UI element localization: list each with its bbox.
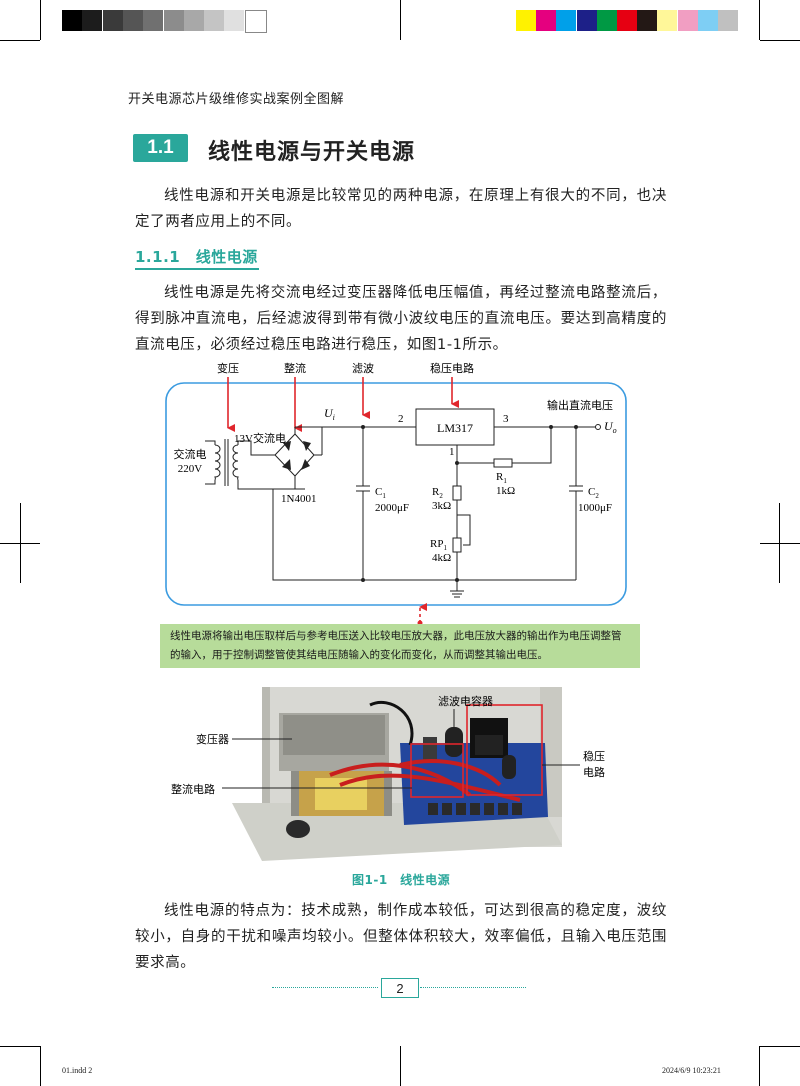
color-swatch <box>677 10 698 31</box>
regulator-highlight <box>466 704 543 796</box>
ac-voltage-label: 220V <box>178 463 203 475</box>
pin3-label: 3 <box>503 413 509 425</box>
crop-mark <box>0 40 40 41</box>
footer-timestamp: 2024/6/9 10:23:21 <box>662 1066 721 1075</box>
label-regulate: 稳压电路 <box>430 361 474 375</box>
r2-label: R2 <box>432 486 443 500</box>
c2-value: 1000μF <box>578 502 612 514</box>
label-filter: 滤波 <box>352 362 374 375</box>
gray-swatch <box>204 10 225 31</box>
registration-mark <box>760 543 800 544</box>
gray-swatch <box>224 10 245 31</box>
gray-swatch <box>122 10 143 31</box>
rp1-value: 4kΩ <box>432 552 451 564</box>
c2-label: C2 <box>588 486 599 500</box>
gray-swatch <box>163 10 184 31</box>
photo-label-rectifier: 整流电路 <box>171 782 215 796</box>
explanation-note: 线性电源将输出电压取样后与参考电压送入比较电压放大器，此电压放大器的输出作为电压… <box>160 624 640 668</box>
page-number-rule-right <box>420 987 526 988</box>
running-header: 开关电源芯片级维修实战案例全图解 <box>128 92 345 107</box>
uo-label: Uo <box>604 419 617 435</box>
pin1-label: 1 <box>449 446 455 458</box>
color-swatch <box>718 10 738 31</box>
r1-value: 1kΩ <box>496 485 515 497</box>
page-number: 2 <box>381 978 419 998</box>
diagram-border <box>165 382 627 606</box>
crop-mark <box>760 40 800 41</box>
registration-mark <box>779 503 780 583</box>
crop-mark <box>759 1046 760 1086</box>
secondary-voltage-label: 13V交流电 <box>234 431 286 445</box>
gray-swatch <box>82 10 103 31</box>
pin2-label: 2 <box>398 413 404 425</box>
chassis-left-wall <box>262 687 270 832</box>
registration-mark <box>400 1046 401 1086</box>
gray-swatch <box>143 10 164 31</box>
crop-mark <box>759 0 760 40</box>
color-swatch <box>556 10 577 31</box>
color-swatch <box>516 10 536 31</box>
color-swatch <box>596 10 617 31</box>
bridge-part-label: 1N4001 <box>281 493 316 505</box>
gray-swatch <box>183 10 204 31</box>
r1-label: R1 <box>496 471 507 485</box>
ic-label: LM317 <box>437 421 473 435</box>
crop-mark <box>760 1046 800 1047</box>
photo-label-regulator-1: 稳压 <box>583 749 605 763</box>
gray-swatch <box>102 10 123 31</box>
photo-label-regulator-2: 电路 <box>583 766 605 779</box>
intro-paragraph: 线性电源和开关电源是比较常见的两种电源，在原理上有很大的不同，也决定了两者应用上… <box>135 188 667 230</box>
color-swatch <box>697 10 718 31</box>
output-label: 输出直流电压 <box>547 398 613 412</box>
circuit-diagram: 变压 整流 滤波 稳压电路 交流电 220V <box>165 361 627 625</box>
section-title: 线性电源与开关电源 <box>208 140 416 165</box>
subsection-title: 1.1.1 线性电源 <box>135 248 258 266</box>
gray-swatch <box>244 10 267 33</box>
rectifier-highlight <box>410 743 464 798</box>
gray-swatch <box>62 10 82 31</box>
registration-mark <box>400 0 401 40</box>
rp1-label: RP1 <box>430 538 447 552</box>
crop-mark <box>40 1046 41 1086</box>
footer-file: 01.indd 2 <box>62 1066 93 1075</box>
subsection-underline <box>135 268 259 270</box>
label-transform: 变压 <box>217 361 239 375</box>
c1-value: 2000μF <box>375 502 409 514</box>
crop-mark <box>0 1046 40 1047</box>
crop-mark <box>40 0 41 40</box>
product-photo: 变压器 整流电路 滤波电容器 稳压 电路 <box>171 687 605 861</box>
features-paragraph: 线性电源的特点为：技术成熟，制作成本较低，可达到很高的稳定度，波纹较小，自身的干… <box>135 903 667 971</box>
figure-caption: 图1-1 线性电源 <box>352 873 451 887</box>
body-paragraph: 线性电源是先将交流电经过变压器降低电压幅值，再经过整流电路整流后，得到脉冲直流电… <box>135 285 667 353</box>
label-rectify: 整流 <box>284 361 306 375</box>
photo-label-transformer: 变压器 <box>196 732 229 746</box>
ui-label: Ui <box>324 406 335 422</box>
ac-input-label: 交流电 <box>174 447 207 461</box>
c1-label: C1 <box>375 486 386 500</box>
color-swatch <box>576 10 597 31</box>
registration-mark <box>20 503 21 583</box>
section-number-badge: 1.1 <box>133 134 188 162</box>
color-swatch <box>617 10 637 31</box>
page-number-rule-left <box>272 987 378 988</box>
color-swatch <box>536 10 557 31</box>
r2-value: 3kΩ <box>432 500 451 512</box>
photo-label-filter-cap: 滤波电容器 <box>438 694 493 708</box>
color-swatch <box>657 10 678 31</box>
color-swatch <box>637 10 658 31</box>
